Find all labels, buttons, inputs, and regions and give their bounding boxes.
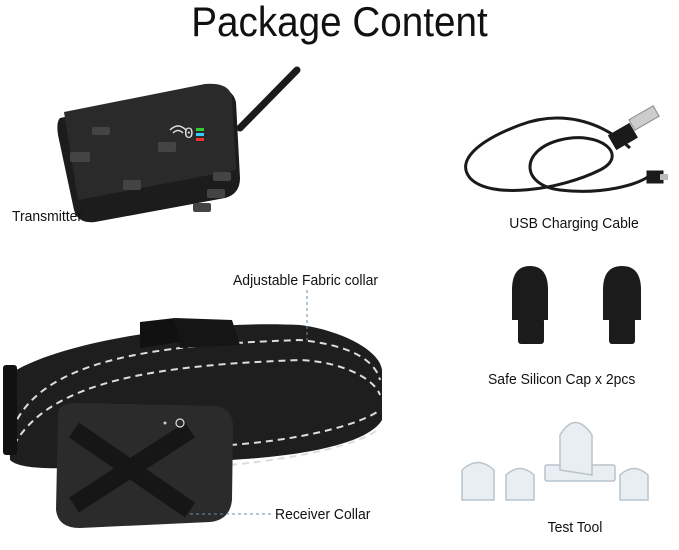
test-tool-image xyxy=(461,421,649,501)
usb-cable-image xyxy=(464,105,668,193)
receiver-collar-image xyxy=(3,318,382,528)
page-title: Package Content xyxy=(191,0,488,45)
transmitter-image: 0 xyxy=(57,66,301,223)
receiver-collar-label: Receiver Collar xyxy=(275,506,371,523)
transmitter-label: Transmitter xyxy=(12,208,83,225)
fabric-collar-label: Adjustable Fabric collar xyxy=(233,272,378,289)
silicon-caps-image xyxy=(512,266,641,344)
silicon-cap-label: Safe Silicon Cap x 2pcs xyxy=(488,371,636,388)
usb-cable-label: USB Charging Cable xyxy=(509,215,639,232)
test-tool-label: Test Tool xyxy=(547,519,603,536)
transmitter-display: 0 xyxy=(184,125,194,143)
